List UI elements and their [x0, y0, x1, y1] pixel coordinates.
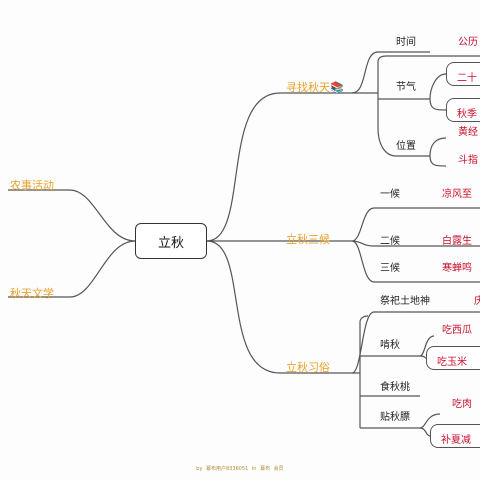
footer-by: by	[196, 466, 203, 472]
node-tie-value-2-text: 吃玉米	[437, 357, 467, 368]
connector-solar-bracket	[429, 73, 447, 111]
footer-user[interactable]: 幕布用户8336051	[206, 466, 249, 472]
node-sacrifice-value[interactable]: 庆	[474, 296, 480, 307]
node-tiefat[interactable]: 贴秋膘	[380, 412, 410, 423]
node-solar-value-1-text: 二十	[457, 73, 477, 84]
node-solar-value-1[interactable]: 二十	[446, 62, 480, 86]
connector-b1-solar	[372, 62, 379, 128]
branch-literature[interactable]: 秋天文学	[10, 287, 54, 300]
footer-app[interactable]: 幕布	[260, 466, 271, 472]
node-sign-2-value[interactable]: 白露生	[442, 236, 472, 247]
connector-root-b3	[206, 240, 352, 374]
node-tie[interactable]: 啃秋	[380, 340, 400, 351]
node-position[interactable]: 位置	[396, 141, 416, 152]
books-icon: 📚	[330, 81, 344, 94]
connector-position-bracket	[429, 137, 447, 167]
node-tiefat-value-2[interactable]: 补夏减	[430, 424, 480, 448]
node-solar[interactable]: 节气	[396, 82, 416, 93]
footer-in: in	[251, 466, 257, 472]
connector-b1-position	[377, 127, 430, 157]
node-sacrifice[interactable]: 祭祀土地神	[380, 296, 430, 307]
connector-root-b1	[206, 92, 352, 242]
connector-b1-time	[351, 51, 430, 94]
node-tiefat-value-1[interactable]: 吃肉	[452, 399, 472, 410]
root-label: 立秋	[157, 235, 184, 251]
node-tiefat-value-2-text: 补夏减	[441, 435, 471, 446]
connector-tiefat-bracket	[419, 413, 441, 437]
branch-three-signs[interactable]: 立秋三候	[286, 233, 330, 246]
connector-root-left-1	[8, 189, 136, 242]
connector-b2-bracket	[351, 207, 480, 283]
connector-b3-top	[359, 315, 369, 323]
node-sign-3[interactable]: 三候	[380, 263, 400, 274]
branch-customs[interactable]: 立秋习俗	[286, 361, 330, 374]
node-tie-value-2[interactable]: 吃玉米	[426, 346, 480, 370]
node-sign-1-value[interactable]: 凉风至	[442, 189, 472, 200]
node-tie-value-1[interactable]: 吃西瓜	[442, 325, 472, 336]
root-node[interactable]: 立秋	[135, 223, 207, 259]
connector-b3-sacrifice	[351, 311, 480, 374]
branch-find-autumn[interactable]: 寻找秋天📚	[286, 82, 344, 93]
node-sign-1[interactable]: 一候	[380, 189, 400, 200]
footer-member: 会员	[273, 466, 284, 472]
branch-farming[interactable]: 农事活动	[10, 179, 54, 192]
connector-b1-solar-line	[377, 55, 480, 63]
node-time[interactable]: 时间	[396, 37, 416, 48]
footer-credit: by 幕布用户8336051 in 幕布 会员	[0, 465, 480, 472]
node-sign-3-value[interactable]: 寒蝉鸣	[442, 263, 472, 274]
node-sign-2[interactable]: 二候	[380, 236, 400, 247]
node-time-value[interactable]: 公历	[458, 37, 478, 48]
connector-tie-bracket	[419, 335, 435, 359]
connector-b3-tie	[352, 322, 361, 428]
connector-root-left-2	[8, 240, 136, 298]
node-position-value-2[interactable]: 斗指	[458, 155, 478, 166]
node-solar-value-2-text: 秋季	[457, 109, 477, 120]
node-position-value-1[interactable]: 黄经	[458, 127, 478, 138]
node-solar-value-2[interactable]: 秋季	[446, 98, 480, 122]
node-food[interactable]: 食秋桃	[380, 382, 410, 393]
branch-find-autumn-label: 寻找秋天	[286, 81, 330, 94]
